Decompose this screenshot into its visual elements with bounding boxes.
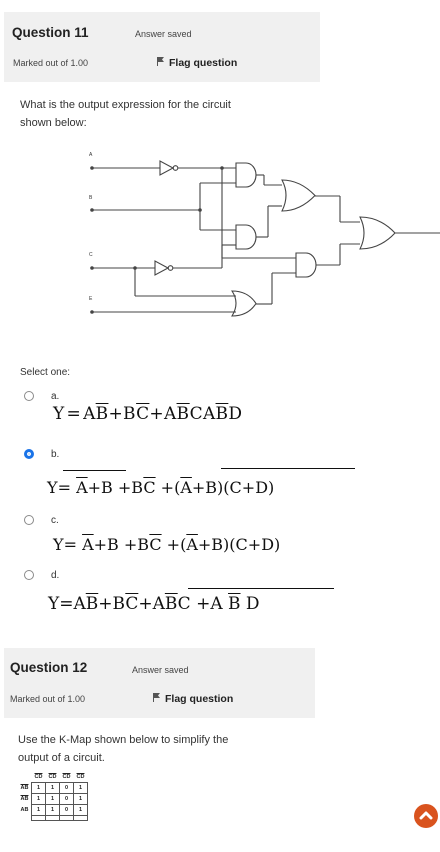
question-12-info xyxy=(4,648,315,718)
option-b-radio[interactable] xyxy=(24,449,34,459)
question-12-title: Question 12 xyxy=(10,660,88,675)
kmap-cell: 1 xyxy=(45,793,60,805)
scroll-top-button[interactable] xyxy=(414,804,438,828)
question-11-text: What is the output expression for the ci… xyxy=(20,99,231,129)
kmap-cell: 1 xyxy=(31,804,46,816)
kmap-col-header: CD xyxy=(76,774,85,780)
option-b-letter: b. xyxy=(51,449,60,460)
question-11-info xyxy=(4,12,320,82)
circuit-label-b: B xyxy=(89,195,93,201)
kmap-cell: 0 xyxy=(59,793,74,805)
kmap-row-header: AB xyxy=(20,785,29,791)
question-11-title: Question 11 xyxy=(12,25,89,40)
kmap-corner xyxy=(18,772,32,783)
kmap-cell: 1 xyxy=(31,782,46,794)
option-d-overbar xyxy=(188,588,334,590)
question-12-text: Use the K-Map shown below to simplify th… xyxy=(18,734,229,764)
option-b-formula[interactable]: Y= A+B +BC +(A+B)(C+D) xyxy=(47,478,275,497)
question-11-status: Answer saved xyxy=(135,29,192,39)
chevron-up-icon xyxy=(419,807,433,825)
kmap-cell: 1 xyxy=(73,804,88,816)
question-12-marked: Marked out of 1.00 xyxy=(10,694,86,704)
kmap-col-header: CD xyxy=(62,774,71,780)
option-d-formula[interactable]: Y=AB+BC+ABC +A B D xyxy=(48,594,260,614)
option-d-letter: d. xyxy=(51,570,60,581)
option-b-overbar-1 xyxy=(63,470,126,472)
question-11-marked: Marked out of 1.00 xyxy=(13,58,89,68)
logic-circuit-diagram: A B C E xyxy=(89,152,440,317)
question-11-flag-button[interactable]: Flag question xyxy=(156,56,237,69)
kmap-cell: 1 xyxy=(73,782,88,794)
kmap-cell: 1 xyxy=(45,782,60,794)
circuit-label-a: A xyxy=(89,152,93,158)
kmap-cell: 1 xyxy=(73,793,88,805)
kmap-table: CD CD CD CD AB 1 1 0 1 AB 1 1 0 1 AB 1 1… xyxy=(18,772,88,821)
kmap-cell: 0 xyxy=(59,782,74,794)
kmap-col-header: CD xyxy=(48,774,57,780)
kmap-cell: 1 xyxy=(31,793,46,805)
option-d-radio[interactable] xyxy=(24,570,34,580)
kmap-cell: 0 xyxy=(59,804,74,816)
select-one-label: Select one: xyxy=(20,367,71,378)
circuit-label-c: C xyxy=(89,252,93,258)
question-12-flag-label: Flag question xyxy=(165,692,234,705)
question-11-flag-label: Flag question xyxy=(169,56,238,69)
kmap-col-header: CD xyxy=(34,774,43,780)
option-a-formula[interactable]: Y=AB+BC+ABCABD xyxy=(53,404,243,424)
circuit-label-e: E xyxy=(89,296,93,302)
flag-icon xyxy=(156,56,165,69)
kmap-row-header: AB xyxy=(20,807,29,813)
option-a-radio[interactable] xyxy=(24,391,34,401)
option-b-overbar-2 xyxy=(221,468,355,470)
option-a-letter: a. xyxy=(51,391,60,402)
option-c-formula[interactable]: Y= A+B +BC +(A+B)(C+D) xyxy=(53,535,281,554)
question-12-flag-button[interactable]: Flag question xyxy=(152,692,233,705)
kmap-row-header: AB xyxy=(20,796,29,802)
kmap-cell: 1 xyxy=(45,804,60,816)
option-c-radio[interactable] xyxy=(24,515,34,525)
question-12-status: Answer saved xyxy=(132,665,189,675)
option-c-letter: c. xyxy=(51,515,59,526)
flag-icon xyxy=(152,692,161,705)
